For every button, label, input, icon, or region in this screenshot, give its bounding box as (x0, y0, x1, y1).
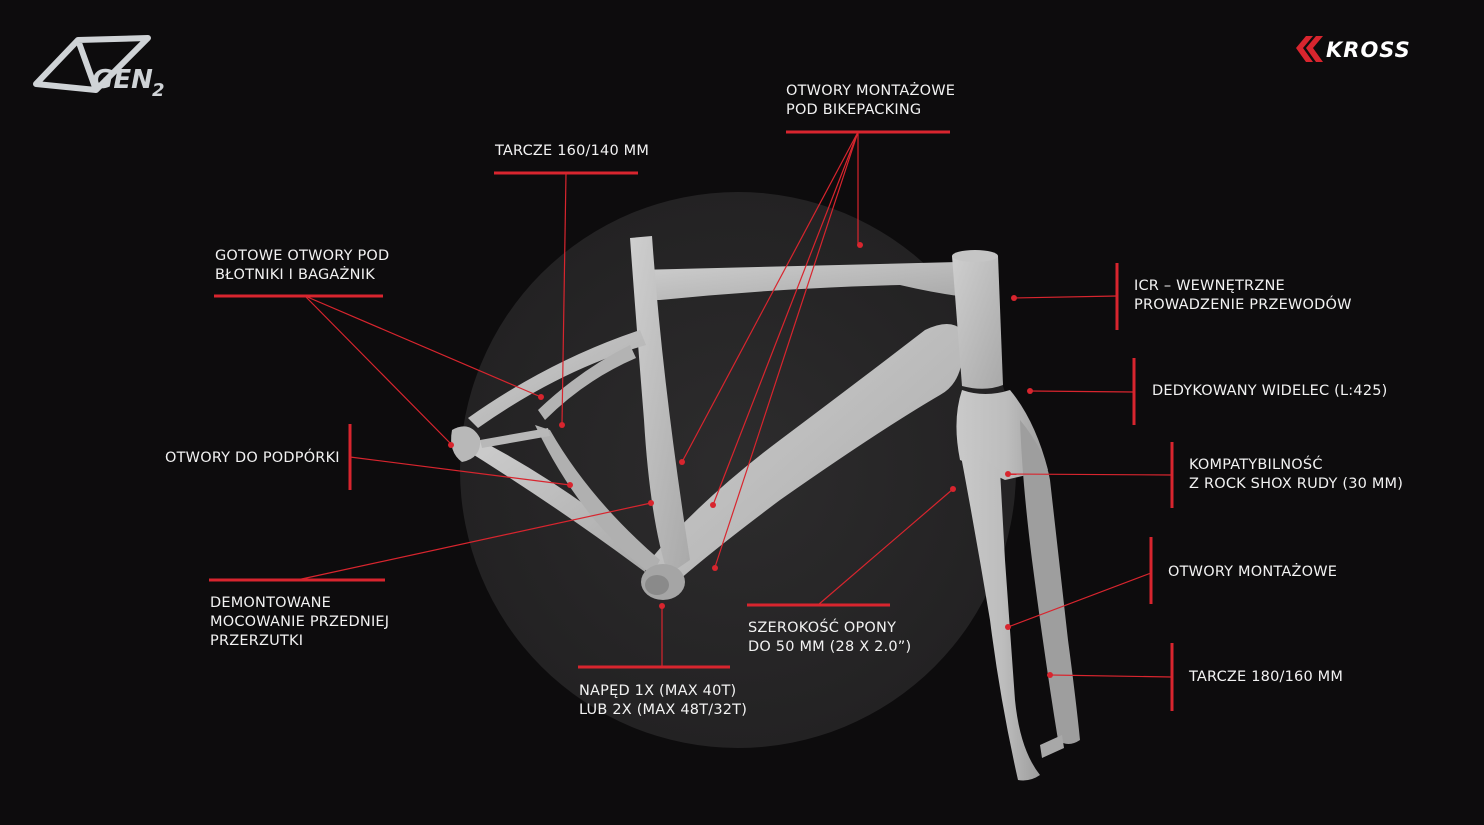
rear-dropout (451, 426, 481, 462)
gen-badge-text: GEN (92, 65, 153, 95)
label-rear-rotor: TARCZE 160/140 MM (495, 143, 650, 159)
label-icr: ICR – WEWNĘTRZNE PROWADZENIE PRZEWODÓW (1134, 278, 1352, 313)
frame-outline-icon (33, 35, 151, 93)
label-mudguard: GOTOWE OTWORY POD BŁOTNIKI I BAGAŻNIK (215, 248, 390, 283)
label-kickstand: OTWORY DO PODPÓRKI (165, 450, 340, 466)
chain-stay-inner (535, 425, 660, 575)
fork (956, 390, 1080, 781)
gen-badge-number: 2 (152, 80, 165, 101)
top-tube (636, 262, 958, 300)
label-tire: SZEROKOŚĆ OPONY DO 50 MM (28 X 2.0”) (748, 620, 912, 655)
label-drivetrain: NAPĘD 1X (MAX 40T) LUB 2X (MAX 48T/32T) (579, 683, 748, 718)
label-rockshox: KOMPATYBILNOŚĆ Z ROCK SHOX RUDY (30 MM) (1189, 457, 1404, 492)
fork-leg-left (958, 440, 1040, 781)
seat-tube (630, 236, 690, 575)
chain-stay (458, 435, 650, 572)
head-tube (952, 252, 1003, 389)
label-front-rotor: TARCZE 180/160 MM (1189, 669, 1344, 685)
callout-lines (209, 130, 1174, 711)
seat-stay (468, 330, 646, 428)
background-circle (460, 192, 1016, 748)
label-bikepacking: OTWORY MONTAŻOWE POD BIKEPACKING (786, 83, 956, 118)
brand-name: KROSS (1326, 38, 1411, 62)
down-tube (650, 324, 964, 590)
gen2-logo: GEN 2 (33, 35, 165, 101)
fork-leg-right (1020, 420, 1080, 744)
kross-logo: KROSS (1296, 36, 1411, 62)
label-fork: DEDYKOWANY WIDELEC (L:425) (1152, 383, 1388, 399)
label-fork-mounts: OTWORY MONTAŻOWE (1168, 564, 1338, 580)
label-derailleur: DEMONTOWANE MOCOWANIE PRZEDNIEJ PRZERZUT… (210, 595, 390, 649)
kross-chevron-icon (1296, 36, 1323, 62)
